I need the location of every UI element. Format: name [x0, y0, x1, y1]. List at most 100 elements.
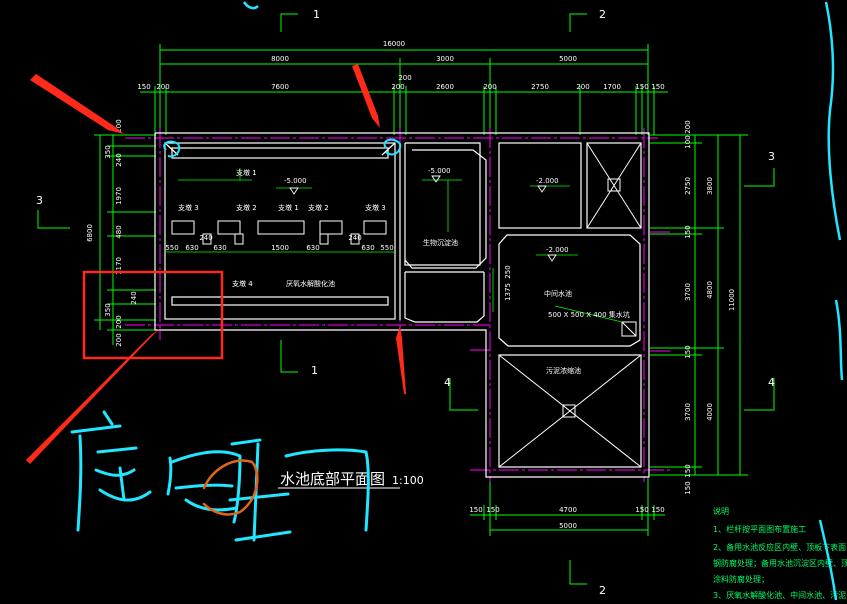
- label-bracket-4: 支墩 4: [232, 279, 253, 288]
- dim-left-4: 1170: [115, 257, 123, 275]
- dim-left-extra: 200: [115, 333, 123, 346]
- dim-left-3: 480: [115, 225, 123, 238]
- dim-right-col1-5: 150: [684, 345, 692, 358]
- bottom-dimensions: [470, 478, 665, 536]
- dim-left-0: 350: [104, 145, 112, 158]
- inner-dim-5: 630: [306, 244, 319, 252]
- dim-bottom-overall: 5000: [559, 522, 577, 530]
- dim-top-row1-a: 8000: [271, 55, 289, 63]
- dim-bottom-1: 150: [486, 506, 499, 514]
- label-sludge-pool: 污泥浓缩池: [546, 366, 581, 375]
- dim-right-col1-2: 2750: [684, 177, 692, 195]
- dim-right-col1-4: 3700: [684, 283, 692, 301]
- level-top-right: -2.000: [536, 177, 559, 185]
- level-markers: [289, 175, 557, 262]
- dim-left-7: 200: [115, 315, 123, 328]
- dim-top-row2-11: 150: [651, 83, 664, 91]
- dim-top-row2-9: 1700: [603, 83, 621, 91]
- dim-left-5: 240: [130, 291, 138, 304]
- notes-line-4: 涂料防腐处理；: [713, 574, 769, 584]
- dim-top-row2-7: 2750: [531, 83, 549, 91]
- notes-line-2: 2、备用水池反应区内壁、顶板下表面: [713, 542, 846, 552]
- section-marks: [37, 13, 775, 585]
- inner-dim-line: [165, 168, 623, 323]
- stray-marks: [242, 1, 844, 601]
- section-mark-bottom-2: 2: [599, 584, 606, 597]
- section-mark-top-1: 1: [313, 8, 320, 21]
- section-mark-left-3: 3: [36, 194, 43, 207]
- dim-left-outer: 6800: [86, 224, 94, 242]
- dim-right-col1-1: 100: [684, 135, 692, 148]
- label-middle-pool: 中间水池: [544, 289, 572, 298]
- inner-dim-values: 550 630 240 630 1500 630 240 630 550: [165, 234, 393, 252]
- dim-top-row2-4: 200: [398, 74, 411, 82]
- dim-top-row2-8: 200: [576, 83, 589, 91]
- dim-left-6: 350: [104, 303, 112, 316]
- top-dimensions: [140, 44, 668, 135]
- label-bracket-1: 支墩 1: [236, 168, 257, 177]
- dim-right-col2-1: 4800: [706, 281, 714, 299]
- right-dimensions: [650, 134, 748, 476]
- arrow-left-bottom: [26, 326, 164, 464]
- left-dimensions: [94, 134, 156, 345]
- label-bracket-3: 支墩 3: [178, 203, 199, 212]
- dim-left-1: 240: [115, 153, 123, 166]
- dim-right-col2-0: 3800: [706, 177, 714, 195]
- dim-top-row1-c: 5000: [559, 55, 577, 63]
- notes-header: 说明: [713, 506, 729, 516]
- notes-line-5: 3、厌氧水解酸化池、中间水池、污泥: [713, 590, 846, 600]
- dim-right-col1-0: 200: [684, 120, 692, 133]
- sump-pyramids: [498, 142, 642, 468]
- label-settle-pool: 生物沉淀池: [423, 238, 458, 247]
- section-mark-top-2: 2: [599, 8, 606, 21]
- label-anaerobic-pool: 厌氧水解酸化池: [286, 279, 335, 288]
- inner-dim-0: 550: [165, 244, 178, 252]
- dim-bottom-3: 150: [635, 506, 648, 514]
- inner-dim-6: 240: [348, 234, 361, 242]
- level-main: -5.000: [284, 177, 307, 185]
- dim-top-row2-6: 200: [483, 83, 496, 91]
- drawing-title: 水池底部平面图: [280, 470, 385, 488]
- pool-walls: [154, 132, 650, 478]
- inner-dim-4: 1500: [271, 244, 289, 252]
- inner-dim-7: 630: [361, 244, 374, 252]
- dim-overall-top: 16000: [383, 40, 405, 48]
- highlight-box: [82, 270, 224, 360]
- notes-line-1: 1、栏杆按平面图布置施工: [713, 524, 806, 534]
- dim-right-overall: 11000: [728, 289, 736, 311]
- inner-dim-1: 630: [185, 244, 198, 252]
- label-bracket-2: 支墩 2: [236, 203, 257, 212]
- inner-dim-8: 550: [380, 244, 393, 252]
- arrow-bottom-middle: [396, 326, 406, 394]
- dim-bottom-2: 4700: [559, 506, 577, 514]
- handwriting: [70, 410, 370, 542]
- dim-left-2: 1970: [115, 187, 123, 205]
- dim-right-col1-3: 150: [684, 225, 692, 238]
- dim-bottom-4: 150: [651, 506, 664, 514]
- dim-top-row1-b: 3000: [436, 55, 454, 63]
- support-brackets: [171, 220, 387, 245]
- label-bracket-2b: 支墩 2: [308, 203, 329, 212]
- dim-top-row2-10: 150: [635, 83, 648, 91]
- level-settle: -5.000: [428, 167, 451, 175]
- label-bracket-1b: 支墩 1: [278, 203, 299, 212]
- label-bracket-3b: 支墩 3: [365, 203, 386, 212]
- inner-dim-2: 240: [199, 234, 212, 242]
- section-mark-left-4: 4: [444, 376, 451, 389]
- drawing-scale: 1:100: [392, 474, 424, 487]
- dim-right-col2-2: 4000: [706, 403, 714, 421]
- dim-right-col1-7: 150: [684, 464, 692, 477]
- arrow-left-top: [30, 74, 124, 134]
- notes-line-3: 钢防腐处理；备用水池沉淀区内壁、顶板: [713, 558, 847, 568]
- label-mid-dim: 1375: [504, 283, 512, 301]
- dim-top-row2-1: 200: [156, 83, 169, 91]
- section-mark-right-3: 3: [768, 150, 775, 163]
- inner-dim-3: 630: [213, 244, 226, 252]
- annotation-arrows: [26, 64, 406, 464]
- dim-right-col1-8: 150: [684, 481, 692, 494]
- label-sump: 500 X 500 X 400 集水坑: [548, 310, 630, 319]
- arrow-top-middle: [352, 64, 380, 128]
- dim-top-row2-3: 200: [391, 83, 404, 91]
- dim-top-row2-2: 7600: [271, 83, 289, 91]
